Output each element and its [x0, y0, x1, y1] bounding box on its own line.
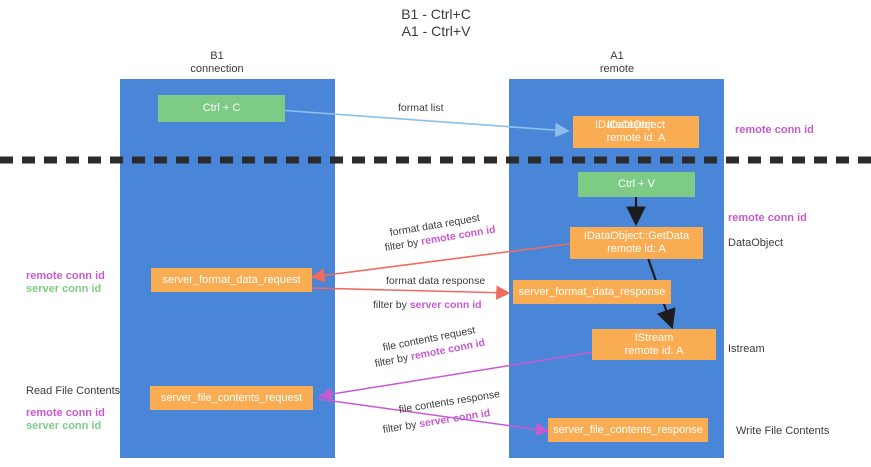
annotation-left-server-conn-id-bottom: server conn id	[26, 420, 102, 432]
column-header-left: B1 connection	[190, 50, 244, 75]
node-ctrl-c[interactable]: Ctrl + C	[158, 95, 285, 122]
annotation-right-remote-conn-id-top: remote conn id	[735, 124, 814, 136]
filter-key-server-conn-id: server conn id	[409, 299, 482, 311]
node-getdata-line1: IDataObject::GetData	[583, 230, 690, 242]
edge-label-format-data-response-filter: filter by server conn id	[373, 299, 482, 312]
annotation-right-dataobject: DataObject	[728, 237, 784, 249]
annotation-left-server-conn-id-mid: server conn id	[26, 283, 102, 295]
annotation-right-write-file-contents: Write File Contents	[736, 425, 830, 437]
node-server-file-contents-response[interactable]: server_file_contents_response	[548, 418, 708, 442]
node-ctrl-c-label: Ctrl + C	[202, 102, 241, 114]
arrow-format-data-request	[310, 242, 577, 283]
node-ctrl-v[interactable]: Ctrl + V	[578, 172, 695, 197]
node-server-format-data-response[interactable]: server_format_data_response	[513, 280, 671, 304]
node-ctrl-v-label: Ctrl + V	[618, 178, 655, 190]
filter-prefix: filter by	[373, 299, 410, 311]
column-header-right: A1 remote	[599, 50, 635, 75]
arrow-file-contents-request	[318, 351, 595, 401]
node-istream-line1: IStream	[634, 331, 674, 344]
node-dataobject-top-line2: remote id: A	[606, 132, 666, 144]
node-getdata[interactable]: IDataObject::GetData remote id: A	[570, 227, 703, 259]
node-server-format-data-response-label: server_format_data_response	[518, 285, 666, 298]
edge-label-format-data-response: format data response	[386, 275, 486, 287]
page-title: B1 - Ctrl+C A1 - Ctrl+V	[401, 6, 471, 39]
node-istream[interactable]: IStream remote id: A	[592, 329, 716, 360]
node-dataobject-top-overlap: IDataObject	[594, 119, 654, 131]
edge-label-format-list: format list	[398, 102, 444, 114]
arrow-format-list	[277, 109, 570, 138]
annotation-left-remote-conn-id-bottom: remote conn id	[26, 407, 105, 419]
node-server-format-data-request-label: server_format_data_request	[162, 273, 301, 286]
node-server-file-contents-request[interactable]: server_file_contents_request	[150, 386, 313, 410]
annotation-right-istream: Istream	[728, 343, 765, 355]
node-server-file-contents-request-label: server_file_contents_request	[160, 391, 303, 404]
annotation-left-remote-conn-id-mid: remote conn id	[26, 270, 105, 282]
node-server-file-contents-response-label: server_file_contents_response	[553, 423, 703, 436]
node-getdata-line2: remote id: A	[607, 243, 666, 255]
node-dataobject-top-line1: IDataObject IDataObject	[594, 119, 666, 131]
node-server-format-data-request[interactable]: server_format_data_request	[151, 268, 312, 292]
node-dataobject-top[interactable]: IDataObject IDataObject remote id: A	[573, 116, 699, 148]
annotation-right-remote-conn-id-mid: remote conn id	[728, 212, 807, 224]
arrow-format-data-response	[311, 285, 511, 300]
node-istream-line2: remote id: A	[624, 344, 684, 357]
annotation-left-read-file-contents: Read File Contents	[26, 385, 121, 397]
arrow-file-contents-response	[317, 398, 550, 437]
